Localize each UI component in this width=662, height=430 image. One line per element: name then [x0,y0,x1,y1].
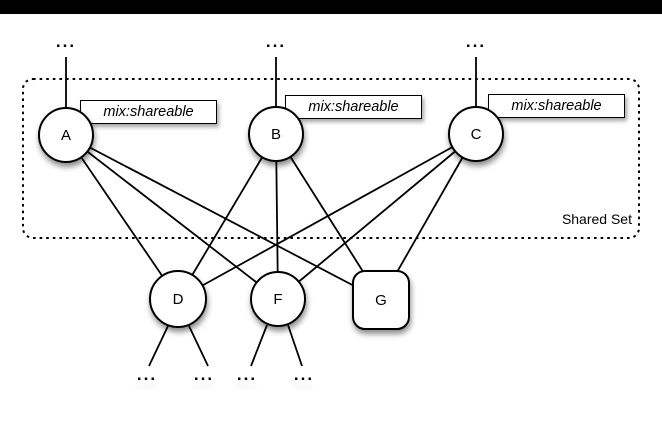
stem-child-D-left [148,325,169,367]
parent-ellipsis-C: ... [465,32,487,51]
stem-child-D-right [188,325,209,367]
parent-ellipsis-A: ... [55,32,77,51]
shared-set-boundary [22,78,640,239]
parent-ellipsis-B: ... [265,32,287,51]
node-B: B [248,106,304,162]
descendant-ellipsis-2: ... [193,365,215,384]
edge-A-F [65,134,279,300]
node-F: F [250,271,306,327]
node-A: A [38,107,94,163]
descendant-ellipsis-3: ... [236,365,258,384]
node-C: C [448,106,504,162]
edge-B-D [177,133,277,300]
top-black-bar [0,0,662,14]
descendant-ellipsis-4: ... [293,365,315,384]
edge-A-D [65,134,179,300]
stem-child-F-right [287,324,303,367]
node-D: D [149,270,207,328]
node-G: G [352,270,410,330]
edge-C-D [177,133,477,300]
annotation-box-A: mix:shareable [80,100,217,124]
descendant-ellipsis-1: ... [136,365,158,384]
annotation-box-B: mix:shareable [285,95,422,119]
annotation-box-C: mix:shareable [488,94,625,118]
stem-child-F-left [250,324,268,367]
shared-set-label: Shared Set [561,211,632,227]
edge-A-G [65,134,382,301]
edge-C-F [277,133,477,300]
